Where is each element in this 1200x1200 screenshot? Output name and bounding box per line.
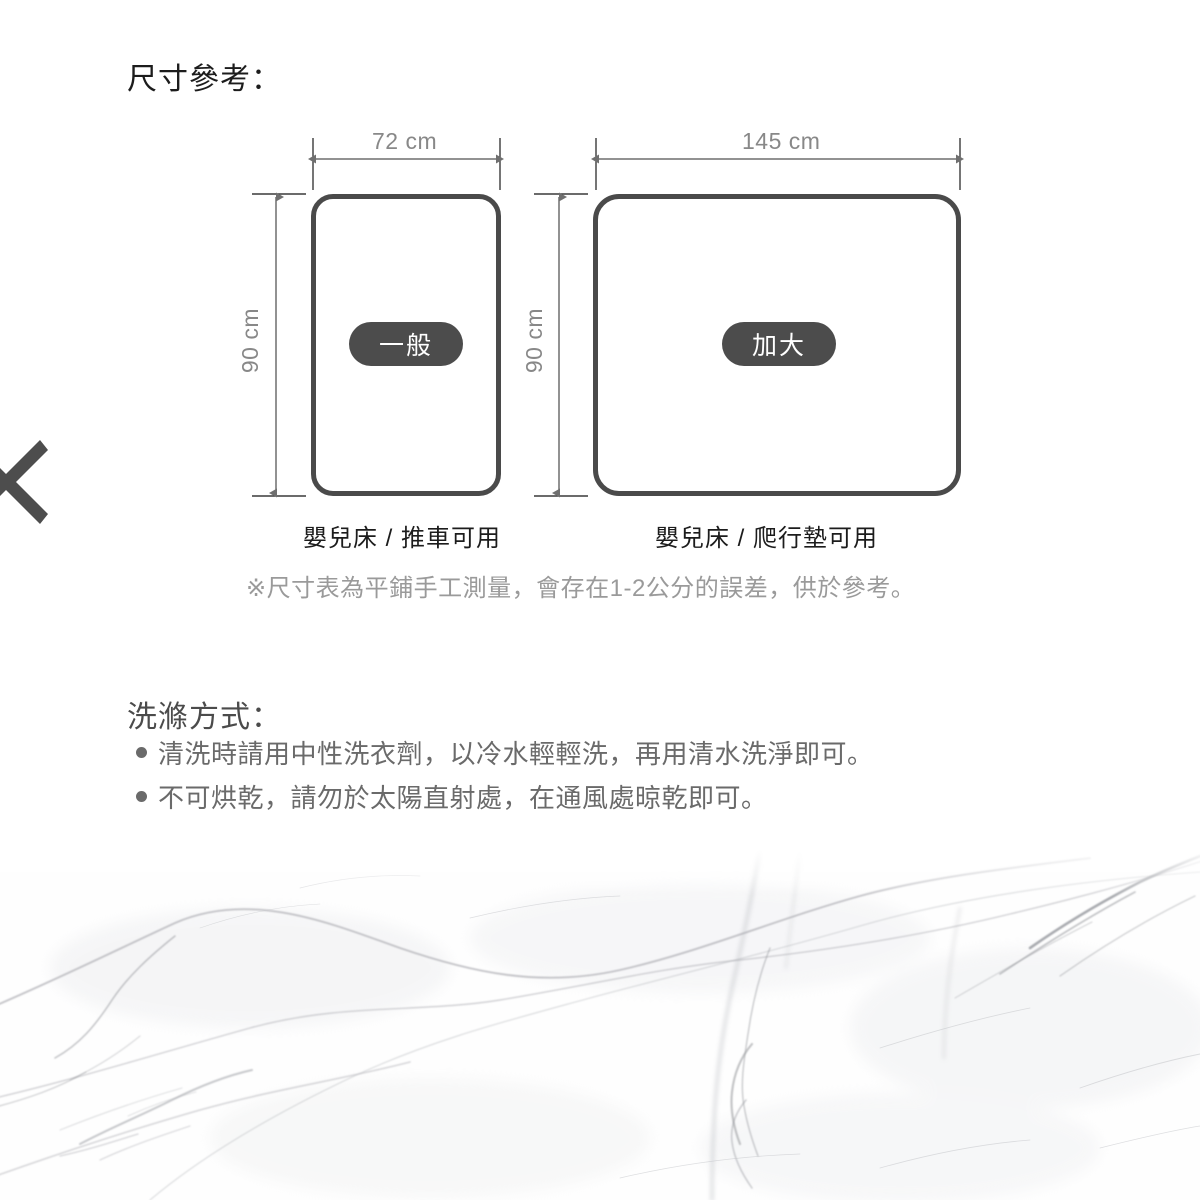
size-badge-regular: 一般 <box>349 322 463 366</box>
mat-caption-regular: 嬰兒床 / 推車可用 <box>303 525 502 552</box>
dimension-width-large: 145 cm <box>742 128 821 154</box>
measurement-note: ※尺寸表為平鋪手工測量，會存在1-2公分的誤差，供於參考。 <box>246 575 916 602</box>
wash-instruction-item: 清洗時請用中性洗衣劑，以冷水輕輕洗，再用清水洗淨即可。 <box>136 734 874 771</box>
page-title: 尺寸參考： <box>127 63 282 96</box>
dimension-width-regular: 72 cm <box>372 128 438 154</box>
wash-section-title: 洗滌方式： <box>127 701 282 734</box>
dimension-height-regular: 90 cm <box>237 308 263 374</box>
dimension-lines <box>252 138 964 498</box>
size-badge-large: 加大 <box>722 322 836 366</box>
bullet-icon <box>136 791 147 802</box>
wash-instruction-text: 清洗時請用中性洗衣劑，以冷水輕輕洗，再用清水洗淨即可。 <box>158 739 874 769</box>
wash-instruction-item: 不可烘乾，請勿於太陽直射處，在通風處晾乾即可。 <box>136 778 768 815</box>
dimension-height-large: 90 cm <box>521 308 547 374</box>
mat-caption-large: 嬰兒床 / 爬行墊可用 <box>655 525 879 552</box>
marble-background <box>0 848 1200 1200</box>
wash-instruction-text: 不可烘乾，請勿於太陽直射處，在通風處晾乾即可。 <box>158 783 768 813</box>
size-diagram: 72 cm 145 cm 90 cm 90 cm 一般 加大 嬰兒床 / 推車可… <box>237 128 964 602</box>
x-mark-icon <box>0 440 48 524</box>
bullet-icon <box>136 747 147 758</box>
